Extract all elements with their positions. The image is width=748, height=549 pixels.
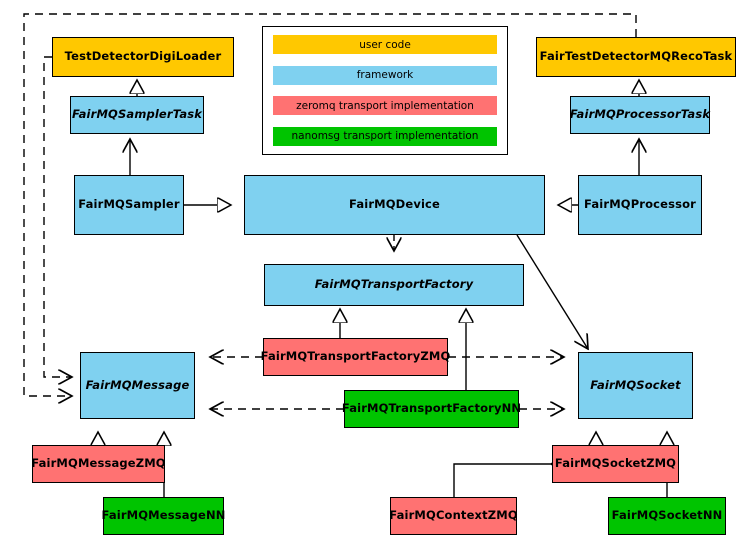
class-box-label: FairMQContextZMQ — [389, 508, 518, 523]
class-box-FairMQTransportFactoryZMQ[interactable]: FairMQTransportFactoryZMQ — [260, 338, 451, 376]
class-box-FairMQSamplerTask[interactable]: FairMQSamplerTask — [70, 96, 204, 134]
class-box-FairMQSocket[interactable]: FairMQSocket — [578, 352, 693, 419]
class-box-label: FairMQMessageNN — [101, 508, 226, 523]
class-box-FairMQSocketNN[interactable]: FairMQSocketNN — [608, 497, 726, 535]
class-box-label: FairMQSocketNN — [611, 508, 723, 523]
class-box-FairMQTransportFactoryNN[interactable]: FairMQTransportFactoryNN — [341, 390, 522, 428]
class-box-FairMQTransportFactory[interactable]: FairMQTransportFactory — [264, 264, 524, 306]
class-box-label: FairMQMessageZMQ — [31, 456, 166, 471]
class-box-FairMQProcessorTask[interactable]: FairMQProcessorTask — [570, 96, 710, 134]
class-box-label: FairMQProcessorTask — [569, 107, 711, 122]
class-box-FairMQMessage[interactable]: FairMQMessage — [80, 352, 195, 419]
legend-label: user code — [359, 38, 411, 51]
legend-item-zeromq: zeromq transport implementation — [273, 96, 497, 116]
legend-item-nanomsg: nanomsg transport implementation — [273, 126, 497, 146]
class-box-FairMQMessageNN[interactable]: FairMQMessageNN — [101, 497, 226, 535]
class-box-FairMQProcessor[interactable]: FairMQProcessor — [578, 175, 702, 235]
legend-label: framework — [356, 69, 414, 82]
class-box-label: FairMQTransportFactory — [314, 277, 474, 292]
class-box-label: FairMQSamplerTask — [71, 107, 203, 122]
class-box-FairMQContextZMQ[interactable]: FairMQContextZMQ — [389, 497, 518, 535]
legend-item-user-code: user code — [273, 35, 497, 54]
class-box-FairMQMessageZMQ[interactable]: FairMQMessageZMQ — [31, 445, 166, 483]
class-box-label: FairTestDetectorMQRecoTask — [539, 49, 733, 64]
class-box-label: FairMQSocket — [590, 377, 681, 392]
class-box-FairTestDetectorMQRecoTask[interactable]: FairTestDetectorMQRecoTask — [536, 37, 736, 77]
class-box-FairMQDevice[interactable]: FairMQDevice — [244, 175, 545, 235]
class-box-label: FairMQMessage — [85, 377, 190, 392]
legend-label: zeromq transport implementation — [296, 99, 474, 112]
class-box-label: FairMQTransportFactoryZMQ — [260, 349, 451, 364]
edge-digiloader-to-message — [43, 56, 72, 377]
class-box-FairMQSampler[interactable]: FairMQSampler — [74, 175, 184, 235]
class-box-label: FairMQSocketZMQ — [554, 456, 677, 471]
class-box-label: FairMQSampler — [78, 197, 180, 212]
class-box-label: FairMQDevice — [349, 197, 440, 212]
edge-contextzmq-to-socketzmq — [453, 464, 552, 497]
class-box-label: TestDetectorDigiLoader — [64, 49, 222, 64]
class-box-label: FairMQTransportFactoryNN — [341, 401, 522, 416]
class-box-FairMQSocketZMQ[interactable]: FairMQSocketZMQ — [552, 445, 679, 483]
class-box-TestDetectorDigiLoader[interactable]: TestDetectorDigiLoader — [52, 37, 234, 77]
class-box-label: FairMQProcessor — [584, 197, 696, 212]
legend-label: nanomsg transport implementation — [291, 130, 479, 143]
legend: user code framework zeromq transport imp… — [262, 26, 508, 155]
edge-device-to-socket — [516, 234, 588, 349]
legend-item-framework: framework — [273, 65, 497, 85]
